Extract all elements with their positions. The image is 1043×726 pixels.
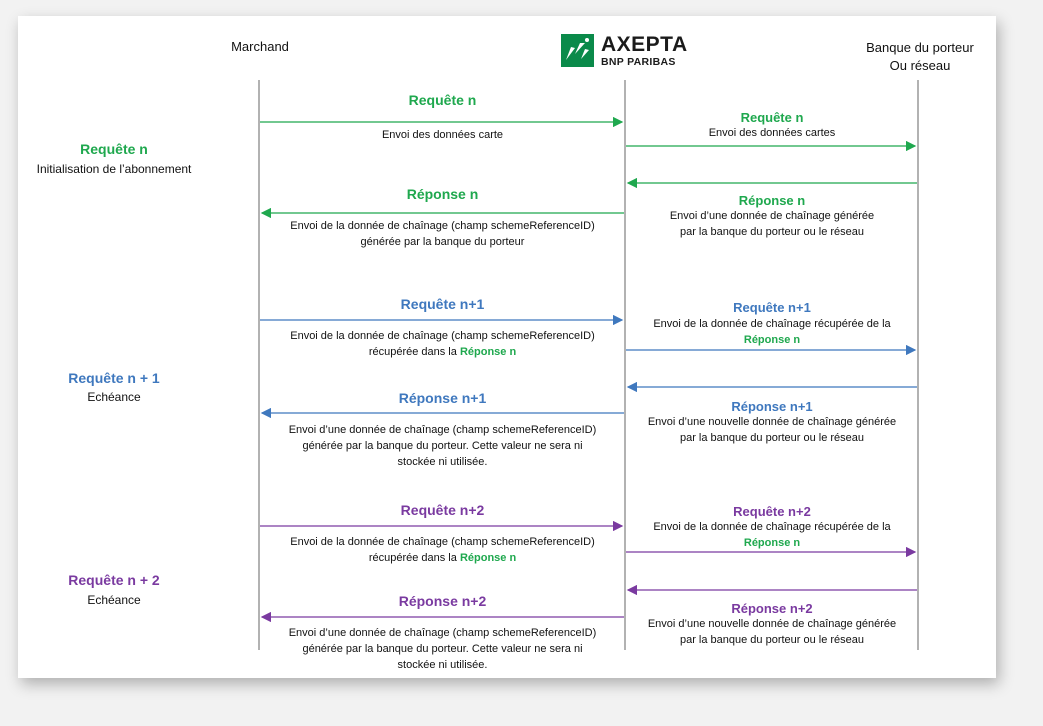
logo-name: AXEPTA <box>601 33 688 56</box>
left-req-n1-sub: Echéance <box>87 390 141 404</box>
req-n2-right-title: Requête n+2 <box>733 504 811 519</box>
resp-n-right-title: Réponse n <box>738 193 806 208</box>
resp-n2-text-line3: stockée ni utilisée. <box>397 659 488 671</box>
left-req-n2-sub: Echéance <box>87 593 141 607</box>
req-n1-text: Envoi de la donnée de chaînage (champ sc… <box>260 328 625 360</box>
resp-n1-right-line2: par la banque du porteur ou le réseau <box>679 432 865 444</box>
left-req-n-sub: Initialisation de l’abonnement <box>36 162 192 176</box>
req-n-right-title: Requête n <box>740 110 804 125</box>
resp-n-title: Réponse n <box>406 186 479 202</box>
resp-n-right-line1: Envoi d’une donnée de chaînage générée <box>669 210 875 222</box>
resp-n1-text: Envoi d’une donnée de chaînage (champ sc… <box>260 422 625 470</box>
req-n2-right-text: Envoi de la donnée de chaînage récupérée… <box>626 519 918 551</box>
bank-label-line2: Ou réseau <box>889 58 951 73</box>
diagram-card <box>18 16 996 678</box>
req-n-text: Envoi des données carte <box>381 129 504 141</box>
req-n2-text: Envoi de la donnée de chaînage (champ sc… <box>260 534 625 566</box>
resp-n1-text-line2: générée par la banque du porteur. Cette … <box>302 440 583 452</box>
resp-n2-right-line2: par la banque du porteur ou le réseau <box>679 634 865 646</box>
resp-n1-title: Réponse n+1 <box>398 390 487 406</box>
req-n1-text-line1: Envoi de la donnée de chaînage (champ sc… <box>290 330 595 342</box>
req-n2-text-line1: Envoi de la donnée de chaînage (champ sc… <box>290 536 595 548</box>
resp-n1-right-text: Envoi d’une nouvelle donnée de chaînage … <box>626 414 918 446</box>
bnp-stars-icon <box>561 34 594 68</box>
req-n1-text-line2: récupérée dans la <box>368 346 460 358</box>
merchant-label: Marchand <box>231 39 289 54</box>
req-n1-right-line1: Envoi de la donnée de chaînage récupérée… <box>653 318 891 330</box>
resp-n-right-line2: par la banque du porteur ou le réseau <box>679 226 865 238</box>
req-n2-right-line1: Envoi de la donnée de chaînage récupérée… <box>653 521 891 533</box>
req-n2-title: Requête n+2 <box>400 502 485 518</box>
logo-sub: BNP PARIBAS <box>601 56 676 68</box>
resp-n-text: Envoi de la donnée de chaînage (champ sc… <box>260 218 625 250</box>
req-n1-title: Requête n+1 <box>400 296 485 312</box>
resp-n1-text-line3: stockée ni utilisée. <box>397 456 488 468</box>
req-n2-right-ref: Réponse n <box>743 537 801 549</box>
resp-n2-text-line2: générée par la banque du porteur. Cette … <box>302 643 583 655</box>
resp-n1-right-title: Réponse n+1 <box>731 399 813 414</box>
resp-n2-right-line1: Envoi d’une nouvelle donnée de chaînage … <box>647 618 897 630</box>
resp-n-text-line2: générée par la banque du porteur <box>360 236 525 248</box>
resp-n2-title: Réponse n+2 <box>398 593 487 609</box>
resp-n1-right-line1: Envoi d’une nouvelle donnée de chaînage … <box>647 416 897 428</box>
req-n1-right-text: Envoi de la donnée de chaînage récupérée… <box>626 316 918 348</box>
resp-n-right-text: Envoi d’une donnée de chaînage générée p… <box>626 208 918 240</box>
axepta-logo: AXEPTA BNP PARIBAS <box>561 34 688 68</box>
resp-n-text-line1: Envoi de la donnée de chaînage (champ sc… <box>290 220 595 232</box>
resp-n2-text: Envoi d’une donnée de chaînage (champ sc… <box>260 625 625 673</box>
req-n1-ref: Réponse n <box>459 346 517 358</box>
req-n2-text-line2: récupérée dans la <box>368 552 460 564</box>
resp-n1-text-line1: Envoi d’une donnée de chaînage (champ sc… <box>288 424 597 436</box>
resp-n2-right-title: Réponse n+2 <box>731 601 813 616</box>
bank-label: Banque du porteur Ou réseau <box>850 39 990 75</box>
bank-label-line1: Banque du porteur <box>866 40 974 55</box>
left-req-n1-title: Requête n + 1 <box>68 370 160 386</box>
left-req-n-title: Requête n <box>80 141 148 157</box>
req-n1-right-title: Requête n+1 <box>733 300 811 315</box>
req-n-right-text: Envoi des données cartes <box>708 127 836 139</box>
resp-n2-text-line1: Envoi d’une donnée de chaînage (champ sc… <box>288 627 597 639</box>
req-n-title: Requête n <box>408 92 477 108</box>
left-req-n2-title: Requête n + 2 <box>68 572 160 588</box>
req-n1-right-ref: Réponse n <box>743 334 801 346</box>
req-n2-ref: Réponse n <box>459 552 517 564</box>
resp-n2-right-text: Envoi d’une nouvelle donnée de chaînage … <box>626 616 918 648</box>
